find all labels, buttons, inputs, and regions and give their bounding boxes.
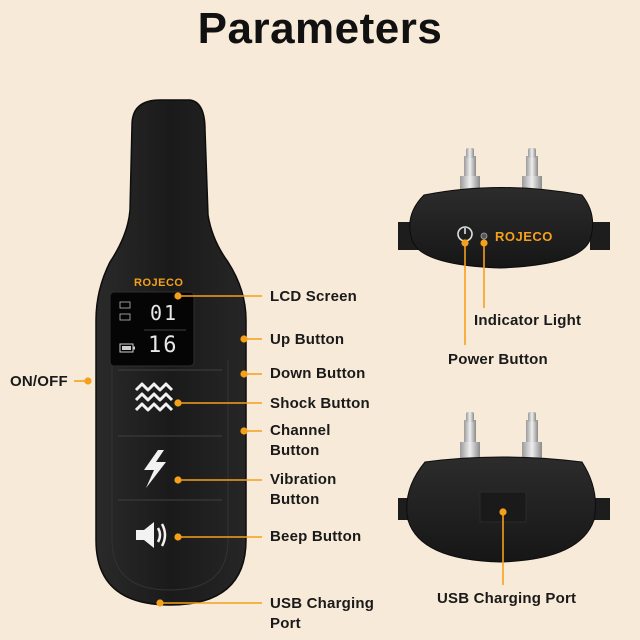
shock-waves-icon: [134, 382, 174, 412]
label-channel-button: Channel Button: [270, 422, 331, 459]
label-vibration-button: Vibration Button: [270, 471, 337, 508]
page-title: Parameters: [197, 4, 443, 53]
label-down-button: Down Button: [270, 365, 366, 382]
lcd-screen: [109, 291, 195, 367]
battery-icon: [119, 343, 135, 353]
collar-receiver-bottom: [398, 412, 610, 563]
vibration-button[interactable]: [118, 439, 222, 497]
label-power-button: Power Button: [448, 351, 548, 368]
lightning-bolt-icon: [144, 450, 166, 488]
brand-logo-remote: ROJECO: [134, 277, 184, 289]
label-on-off: ON/OFF: [10, 373, 68, 390]
lcd-channel-readout: 01: [150, 301, 179, 325]
label-shock-button: Shock Button: [270, 395, 370, 412]
leader-lines: [74, 239, 507, 607]
label-lcd-screen: LCD Screen: [270, 288, 358, 305]
beep-button[interactable]: [118, 503, 222, 565]
label-indicator-light: Indicator Light: [474, 312, 582, 329]
brand-logo-collar: ROJECO: [495, 229, 553, 244]
label-up-button: Up Button: [270, 331, 345, 348]
label-usb-port-remote: USB Charging Port: [270, 595, 375, 632]
collar-receiver-top: [398, 148, 610, 269]
lcd-level-readout: 16: [148, 333, 179, 358]
speaker-icon: [136, 522, 167, 548]
power-button[interactable]: [456, 225, 474, 243]
label-usb-port-collar: USB Charging Port: [437, 590, 577, 607]
label-beep-button: Beep Button: [270, 528, 362, 545]
indicator-light: [480, 232, 488, 240]
shock-button[interactable]: [118, 373, 222, 433]
